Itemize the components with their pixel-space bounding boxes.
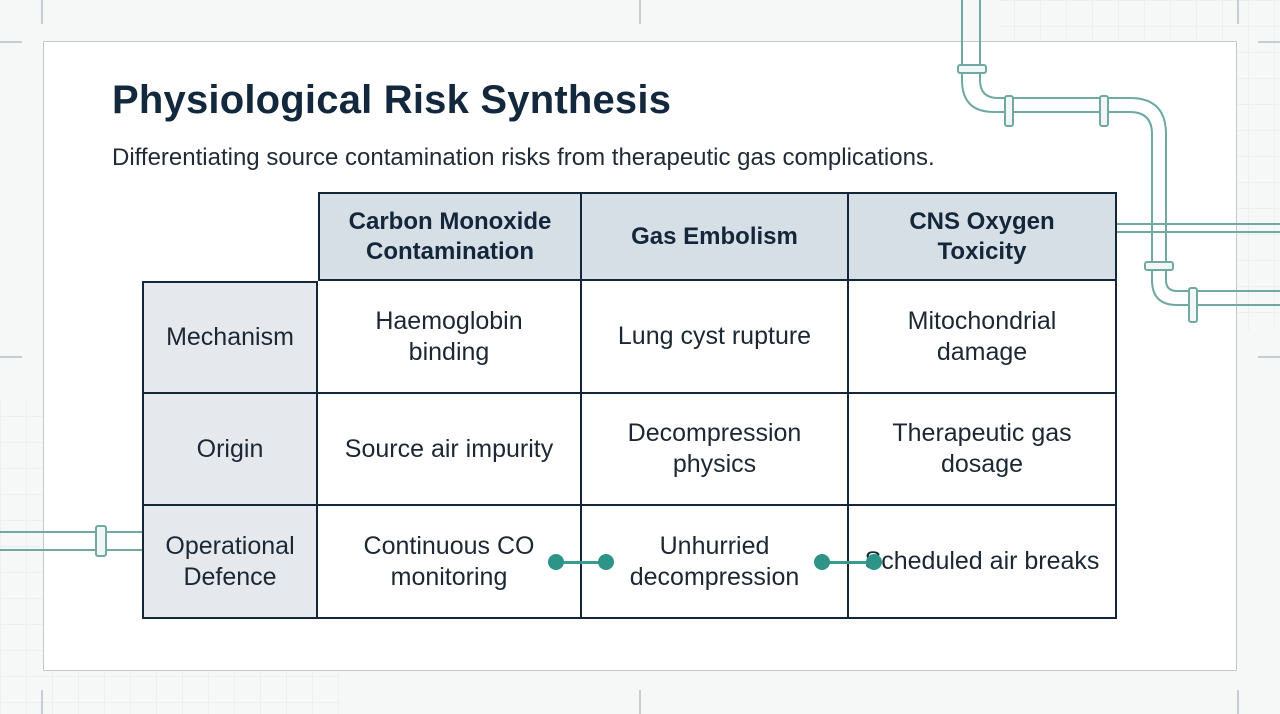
connector-link [814, 554, 882, 570]
table-cell: Therapeutic gas dosage [849, 394, 1117, 506]
table-cell: Continuous CO monitoring [318, 506, 582, 619]
page-subtitle: Differentiating source contamination ris… [112, 144, 935, 171]
connector-link [548, 554, 614, 570]
table-cell: Lung cyst rupture [582, 281, 849, 394]
table-corner [142, 192, 318, 281]
table-cell: Unhurried decompression [582, 506, 849, 619]
table-cell: Source air impurity [318, 394, 582, 506]
row-header: Operational Defence [142, 506, 318, 619]
page-title: Physiological Risk Synthesis [112, 78, 672, 122]
table-cell: Haemoglobin binding [318, 281, 582, 394]
row-header: Mechanism [142, 281, 318, 394]
column-header: Gas Embolism [582, 192, 849, 281]
column-header: Carbon Monoxide Contamination [318, 192, 582, 281]
row-header: Origin [142, 394, 318, 506]
table-cell: Scheduled air breaks [849, 506, 1117, 619]
column-header: CNS Oxygen Toxicity [849, 192, 1117, 281]
table-cell: Mitochondrial damage [849, 281, 1117, 394]
table-cell: Decompression physics [582, 394, 849, 506]
risk-table: Carbon Monoxide Contamination Gas Emboli… [142, 192, 1117, 619]
